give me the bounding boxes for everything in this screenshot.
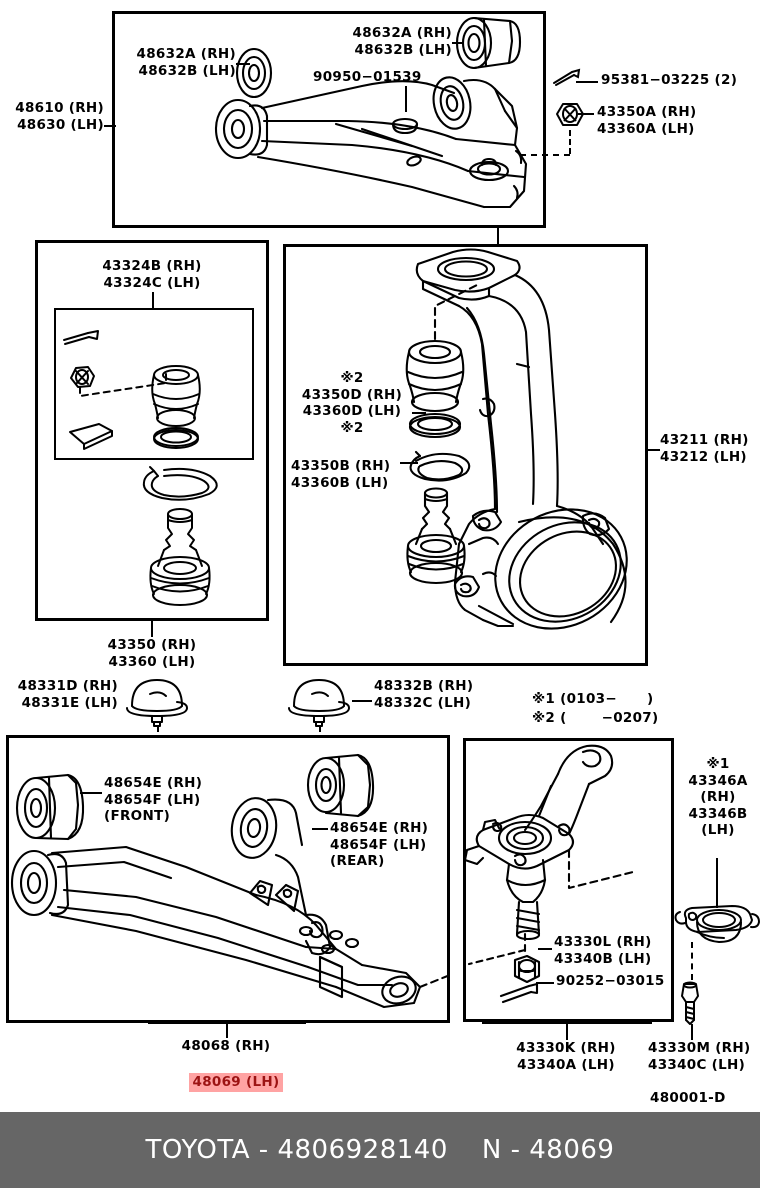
footer-sep: - [258, 1135, 269, 1165]
footer-brand: TOYOTA [145, 1135, 251, 1165]
label-cotter-pin-90252: 90252−03015 [556, 973, 665, 989]
footer-side-sep: - [510, 1135, 521, 1165]
label-balljoint-seat-bottom: 43330M (RH) 43340C (LH) [648, 1040, 751, 1073]
leader-seat-bottom [691, 1024, 693, 1040]
label-cotter-pin-95381: 95381−03225 (2) [601, 72, 738, 88]
leader-dust-cover-kit [152, 292, 154, 308]
art-seat-bolt [672, 980, 712, 1026]
label-lower-bushing-rear: 48654E (RH) 48654F (LH) (REAR) [330, 820, 429, 869]
label-lower-arm-rh: 48068 (RH) [181, 1038, 271, 1054]
label-lower-ball-joint: 43330K (RH) 43340A (LH) [516, 1040, 616, 1073]
footer-side-code: N [481, 1135, 502, 1165]
leader-lower-bushing-rear [312, 828, 328, 830]
bracket-lower-arm-stem [226, 1022, 228, 1038]
leader-upper-balljoint-nut [578, 113, 594, 115]
art-lower-ball-joint [463, 738, 674, 1022]
leader-cotter-pin-90252 [536, 982, 554, 984]
dashline-seat-bolt [691, 942, 693, 980]
label-upper-bushing-front: 48632A (RH) 48632B (LH) [136, 46, 236, 79]
leader-knuckle-dustcover [412, 412, 426, 414]
dashline-nut-43350a-h [520, 154, 570, 156]
art-kit-contents [54, 308, 254, 460]
leader-lower-bushing-front [80, 792, 102, 794]
leader-bumper-right [352, 700, 372, 702]
leader-balljoint-nut [538, 948, 552, 950]
label-upper-arm-assembly: 48610 (RH) 48630 (LH) [15, 100, 104, 133]
label-balljoint-nut: 43330L (RH) 43340B (LH) [554, 934, 652, 967]
label-balljoint-seat-top: ※1 43346A (RH) 43346B (LH) [688, 756, 748, 838]
note-1: ※1 (0103− ) [532, 691, 654, 707]
label-lower-arm-lh: 48069 (LH) [146, 1056, 306, 1109]
leader-ball-joint-assembly [151, 621, 153, 637]
art-cotter-pin-95381 [552, 66, 582, 88]
figure-code: 480001-D [650, 1090, 726, 1106]
art-nut-43350a [555, 100, 585, 130]
leader-upper-arm-assembly [104, 125, 116, 127]
leader-steering-knuckle [648, 449, 660, 451]
label-knuckle-snapring: 43350B (RH) 43360B (LH) [291, 458, 391, 491]
label-knuckle-dustcover: ※2 43350D (RH) 43360D (LH) ※2 [301, 370, 403, 436]
art-bumper-left [122, 672, 192, 728]
label-ball-joint-assembly: 43350 (RH) 43360 (LH) [107, 637, 197, 670]
art-bumper-right [284, 672, 354, 728]
art-lower-arm [6, 735, 452, 1023]
highlighted-part-number: 48069 (LH) [188, 1072, 284, 1092]
footer-part-number: 4806928140 [277, 1135, 448, 1165]
leader-knuckle-snapring [400, 462, 418, 464]
leader-upper-bushing-front [236, 63, 250, 65]
label-bumper-left: 48331D (RH) 48331E (LH) [17, 678, 118, 711]
label-dust-cover-kit: 43324B (RH) 43324C (LH) [102, 258, 202, 291]
leader-balljoint-seat [716, 858, 718, 908]
dashline-nut-43350a [569, 130, 571, 154]
art-steering-knuckle [283, 244, 648, 666]
footer-side-number: 48069 [529, 1135, 615, 1165]
diagram-sheet: 48610 (RH) 48630 (LH) 48632A (RH) 48632B… [6, 11, 760, 1109]
footer-bar: TOYOTA - 4806928140 N - 48069 [0, 1112, 760, 1188]
footer-text: TOYOTA - 4806928140 N - 48069 [146, 1135, 615, 1165]
leader-upper-arm-to-knuckle [497, 228, 499, 244]
label-upper-bushing-rear: 48632A (RH) 48632B (LH) [352, 25, 452, 58]
note-2: ※2 ( −0207) [532, 710, 659, 726]
leader-cotter-pin-95381 [576, 81, 598, 83]
panel-lower-arm [6, 735, 450, 1023]
art-ball-joint-assembly [54, 462, 254, 614]
art-balljoint-seat [672, 900, 760, 956]
label-lower-bushing-front: 48654E (RH) 48654F (LH) (FRONT) [104, 775, 203, 824]
label-upper-balljoint-nut: 43350A (RH) 43360A (LH) [597, 104, 697, 137]
label-steering-knuckle: 43211 (RH) 43212 (LH) [660, 432, 749, 465]
art-upper-arm [112, 11, 546, 228]
panel-upper-arm [112, 11, 546, 228]
bracket-lower-balljoint-stem [566, 1022, 568, 1040]
leader-plug-90950 [405, 86, 407, 112]
label-bumper-right: 48332B (RH) 48332C (LH) [374, 678, 474, 711]
